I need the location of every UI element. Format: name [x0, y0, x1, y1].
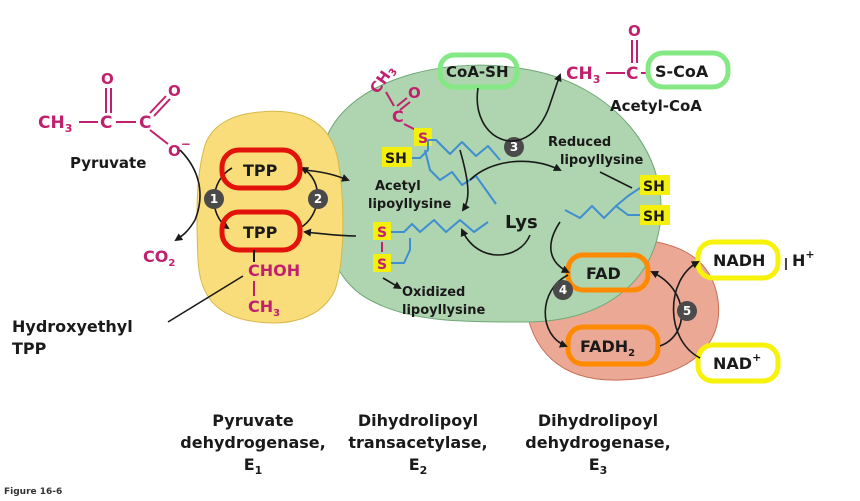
- svg-text:5: 5: [683, 304, 691, 318]
- acetyl-c-e2: C: [392, 107, 404, 126]
- sh-r1-box: [640, 175, 670, 195]
- s-ox2-box: [373, 254, 391, 272]
- sh-box: [382, 147, 412, 167]
- step-1-badge: 1: [204, 189, 224, 209]
- s-coa-label: S-CoA: [655, 62, 709, 81]
- pyruvate-o1: O: [101, 70, 114, 88]
- nadh-label: NADH: [713, 251, 765, 270]
- coa-sh-label: CoA-SH: [446, 63, 509, 81]
- lys-transfer-arrow: [469, 160, 562, 181]
- s-ox1-box: [373, 222, 391, 240]
- acetyl-lipoyl-chain-2: [424, 149, 497, 205]
- s-thio-label: S: [418, 131, 428, 147]
- caption-e3: Dihydrolipoyl dehydrogenase, E3: [525, 411, 671, 478]
- nad-plus-label: NAD+: [713, 351, 761, 373]
- sh-r1-label: SH: [643, 179, 665, 195]
- step-3-badge: 3: [504, 137, 524, 157]
- reduced-lipoyllysine-line2: lipoyllysine: [560, 153, 643, 168]
- reduced-lipoyl-chain-2: [615, 205, 640, 216]
- h-plus-label: H+: [792, 248, 815, 270]
- s-coa-highlight: [645, 50, 731, 90]
- acetyl-coa-o: O: [628, 22, 641, 40]
- lys-label: Lys: [505, 212, 538, 233]
- svg-text:2: 2: [314, 192, 322, 206]
- svg-text:3: 3: [510, 140, 518, 154]
- acetyl-coa-label: Acetyl-CoA: [610, 97, 702, 115]
- tpp-bottom-highlight: [219, 209, 303, 253]
- step-4-badge: 4: [553, 280, 573, 300]
- nad-reduction-arrow: [672, 261, 701, 359]
- reduced-to-fad-arrow: [550, 221, 570, 273]
- oxidized-lipoyl-chain-2: [391, 238, 411, 264]
- s-ox2-label: S: [377, 257, 387, 273]
- acetyl-transfer-arrow: [303, 169, 350, 182]
- pyruvate-ch3: CH3: [38, 113, 72, 135]
- svg-text:4: 4: [559, 283, 567, 297]
- tpp-top-highlight: [219, 147, 303, 191]
- acetyl-lipoyllysine-line1: Acetyl: [375, 179, 421, 194]
- hydroxyethyl-tpp-label-line1: Hydroxyethyl: [12, 317, 133, 336]
- nad-plus-highlight: [695, 342, 781, 384]
- e1-enzyme-blob: [196, 110, 344, 324]
- fad-label: FAD: [586, 264, 621, 283]
- caption-e1: Pyruvate dehydrogenase, E1: [180, 411, 326, 478]
- sh-r2-label: SH: [643, 209, 665, 225]
- fadh2-label: FADH2: [580, 337, 635, 359]
- sh-r2-box: [640, 205, 670, 225]
- pyruvate-label: Pyruvate: [70, 154, 146, 172]
- acetyl-coa-ch3: CH3: [566, 64, 600, 86]
- pyruvate-c1: C: [100, 113, 112, 133]
- pyruvate-c2: C: [139, 113, 151, 133]
- lys-return-arrow: [460, 228, 531, 256]
- oxidized-lipoyl-chain: [391, 219, 489, 233]
- nadh-highlight: [695, 239, 781, 281]
- reduced-lipoyl-chain: [564, 187, 641, 219]
- lys-cycle-arrow: [459, 149, 470, 212]
- svg-text:1: 1: [210, 192, 218, 206]
- hydroxyethyl-tpp-label-line2: TPP: [12, 339, 47, 358]
- pyruvate-o-minus: O−: [168, 137, 191, 160]
- co2-label: CO2: [143, 247, 175, 269]
- chohh-label: CHOH: [248, 261, 300, 280]
- caption-e2: Dihydrolipoyl transacetylase, E2: [348, 411, 488, 478]
- reduced-lipoyllysine-line1: Reduced: [548, 135, 611, 150]
- tpp-top-label: TPP: [243, 161, 278, 180]
- oxidized-return-arrow: [303, 228, 357, 237]
- pyruvate-structure: CH3 C O C O O− Pyruvate: [38, 70, 191, 172]
- coa-sh-highlight: [437, 52, 520, 90]
- sh-label: SH: [385, 151, 407, 167]
- oxidized-lipoyllysine-line2: lipoyllysine: [402, 303, 485, 318]
- decarboxylation-arrow: [174, 149, 201, 242]
- step-2-badge: 2: [308, 189, 328, 209]
- acetyl-lipoyllysine-line2: lipoyllysine: [368, 197, 451, 212]
- tpp-bottom-label: TPP: [243, 223, 278, 242]
- step-5-badge: 5: [677, 301, 697, 321]
- coa-arrow: [476, 73, 562, 142]
- s-ox1-label: S: [377, 225, 387, 241]
- acetyl-coa-c: C: [626, 64, 638, 84]
- oxidized-lipoyllysine-line1: Oxidized: [402, 285, 465, 300]
- figure-label: Figure 16-6: [4, 487, 63, 497]
- e1-ch3-label: CH3: [248, 297, 280, 319]
- acetyl-lipoyl-chain: [412, 139, 501, 161]
- acetyl-o-e2: O: [408, 84, 421, 102]
- fadh2-highlight: [565, 324, 661, 367]
- pyruvate-o2: O: [168, 82, 181, 100]
